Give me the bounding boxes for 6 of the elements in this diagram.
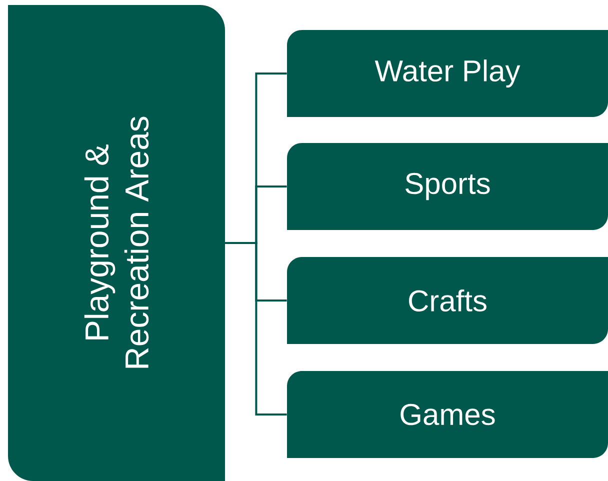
item-box: Games: [287, 371, 608, 458]
item-box: Crafts: [287, 257, 608, 344]
category-box: Playground & Recreation Areas: [8, 5, 225, 481]
item-box: Sports: [287, 143, 608, 230]
connector-line: [225, 242, 287, 416]
item-box: Water Play: [287, 30, 608, 117]
